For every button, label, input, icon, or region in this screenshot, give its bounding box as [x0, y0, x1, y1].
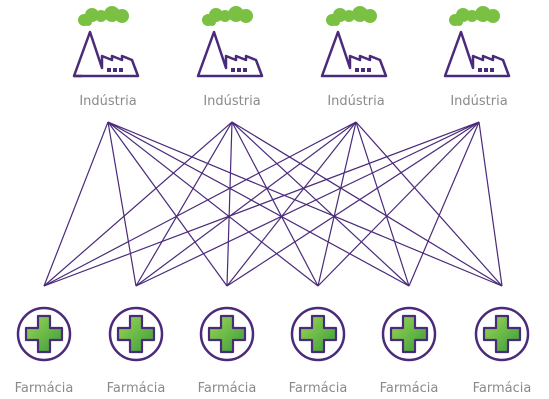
pharmacy-label: Farmácia [198, 381, 257, 396]
connection-line [317, 121, 357, 287]
industry-label: Indústria [79, 94, 136, 109]
factory-node: Indústria [196, 6, 264, 109]
connection-line [231, 121, 503, 287]
pharmacy-node: Farmácia [289, 306, 348, 396]
connection-line [226, 121, 357, 287]
connection-line [107, 121, 319, 287]
connection-line [355, 121, 410, 287]
connection-line [226, 121, 480, 287]
connection-line [107, 121, 228, 287]
connection-line [107, 121, 503, 287]
industry-label: Indústria [203, 94, 260, 109]
connection-line [355, 121, 503, 287]
connection-line [135, 121, 357, 287]
connection-line [478, 121, 503, 287]
pharmacy-cross-icon [108, 306, 164, 362]
industry-label: Indústria [450, 94, 507, 109]
factory-node: Indústria [72, 6, 140, 109]
connection-line [43, 121, 109, 287]
connection-line [317, 121, 480, 287]
factory-icon [196, 6, 264, 78]
pharmacy-label: Farmácia [380, 381, 439, 396]
factory-icon [443, 6, 511, 78]
pharmacy-cross-icon [16, 306, 72, 362]
connection-line [43, 121, 233, 287]
pharmacy-label: Farmácia [107, 381, 166, 396]
pharmacy-cross-icon [199, 306, 255, 362]
connection-line [231, 121, 319, 287]
connection-line [408, 121, 480, 287]
factory-icon [320, 6, 388, 78]
connection-line [107, 121, 410, 287]
pharmacy-cross-icon [290, 306, 346, 362]
pharmacy-label: Farmácia [289, 381, 348, 396]
connection-line [43, 121, 480, 287]
pharmacy-node: Farmácia [380, 306, 439, 396]
pharmacy-node: Farmácia [107, 306, 166, 396]
connection-line [43, 121, 357, 287]
factory-node: Indústria [443, 6, 511, 109]
connection-line [135, 121, 233, 287]
pharmacy-cross-icon [474, 306, 530, 362]
connection-line [231, 121, 410, 287]
industry-label: Indústria [327, 94, 384, 109]
pharmacy-label: Farmácia [473, 381, 532, 396]
factory-icon [72, 6, 140, 78]
connection-line [107, 121, 137, 287]
factory-node: Indústria [320, 6, 388, 109]
pharmacy-node: Farmácia [15, 306, 74, 396]
pharmacy-label: Farmácia [15, 381, 74, 396]
connection-lines [43, 121, 503, 287]
pharmacy-node: Farmácia [473, 306, 532, 396]
pharmacy-cross-icon [381, 306, 437, 362]
connection-line [135, 121, 480, 287]
connection-line [226, 121, 233, 287]
pharmacy-node: Farmácia [198, 306, 257, 396]
